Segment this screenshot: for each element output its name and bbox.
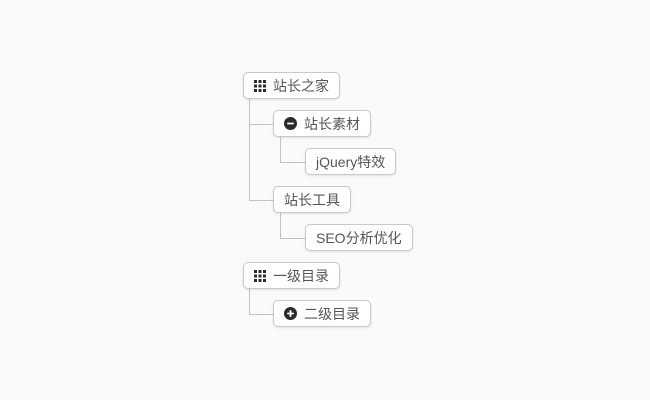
tree-node-label: 一级目录 (273, 267, 329, 284)
tree-node[interactable]: 二级目录 (273, 300, 371, 327)
tree-node-label: 站长工具 (284, 191, 340, 208)
connector-line (280, 213, 281, 238)
tree-node[interactable]: SEO分析优化 (305, 224, 413, 251)
grid-icon (254, 269, 266, 282)
connector-line (249, 99, 250, 200)
tree-node[interactable]: 站长工具 (273, 186, 351, 213)
connector-line (249, 124, 273, 125)
connector-line (280, 238, 305, 239)
connector-line (280, 162, 305, 163)
tree-node-label: SEO分析优化 (316, 229, 402, 246)
connector-line (280, 137, 281, 162)
connector-line (249, 200, 273, 201)
tree-node-label: 站长之家 (273, 77, 329, 94)
tree-node[interactable]: jQuery特效 (305, 148, 397, 175)
tree-node-label: 二级目录 (304, 305, 360, 322)
tree-node[interactable]: 站长之家 (243, 72, 340, 99)
minus-circle-icon[interactable] (284, 117, 297, 130)
tree-node[interactable]: 站长素材 (273, 110, 371, 137)
grid-icon (254, 79, 266, 92)
tree-node-label: jQuery特效 (316, 153, 386, 170)
connector-line (249, 289, 250, 314)
plus-circle-icon[interactable] (284, 307, 297, 320)
tree-node[interactable]: 一级目录 (243, 262, 340, 289)
connector-line (249, 314, 273, 315)
tree-node-label: 站长素材 (304, 115, 360, 132)
